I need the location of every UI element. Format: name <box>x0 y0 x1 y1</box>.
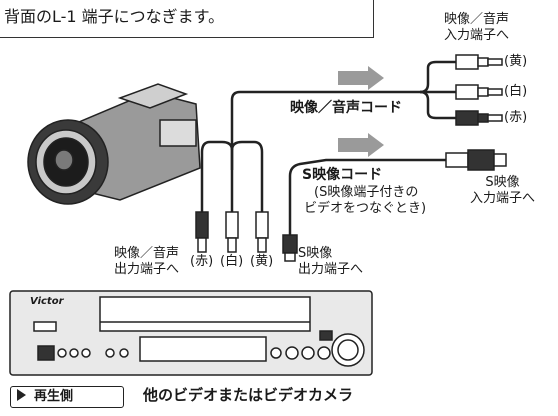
s-output-label: S映像 出力端子へ <box>298 246 364 277</box>
s-video-plug-output <box>282 234 298 262</box>
camcorder <box>27 83 201 205</box>
s-video-plug-input <box>445 149 507 171</box>
signal-arrow-upper <box>338 66 384 90</box>
vcr-brand: Victor <box>30 296 64 307</box>
caption-box <box>0 0 374 38</box>
badge-label: 再生側 <box>34 389 74 404</box>
signal-arrow-lower <box>338 133 384 157</box>
playback-side-badge: 再生側 <box>10 386 124 408</box>
footer-text: 他のビデオまたはビデオカメラ <box>143 386 354 404</box>
av-output-label: 映像／音声 出力端子へ <box>114 246 180 277</box>
av-cord-label: 映像／音声コード <box>290 100 402 116</box>
plug-yellow-label: (黄) <box>504 54 528 69</box>
av-input-label: 映像／音声 入力端子へ <box>444 12 510 43</box>
plug-color-red: (赤) <box>190 254 214 269</box>
s-input-label: S映像 入力端子へ <box>470 175 536 206</box>
caption-text: 背面のL-1 端子につなぎます。 <box>4 7 225 26</box>
s-cord-label: S映像コード <box>302 167 383 183</box>
av-cable <box>200 60 456 212</box>
vcr <box>9 290 373 376</box>
plug-white-label: (白) <box>504 84 528 99</box>
plug-color-white: (白) <box>220 254 244 269</box>
input-plugs <box>455 54 503 126</box>
play-arrow-icon <box>17 389 26 401</box>
plug-color-yellow: (黄) <box>250 254 274 269</box>
s-video-cable <box>288 158 446 235</box>
plug-red-label: (赤) <box>504 110 528 125</box>
s-cord-note: (S映像端子付きの ビデオをつなぐとき) <box>304 185 427 216</box>
output-plugs <box>195 211 269 253</box>
